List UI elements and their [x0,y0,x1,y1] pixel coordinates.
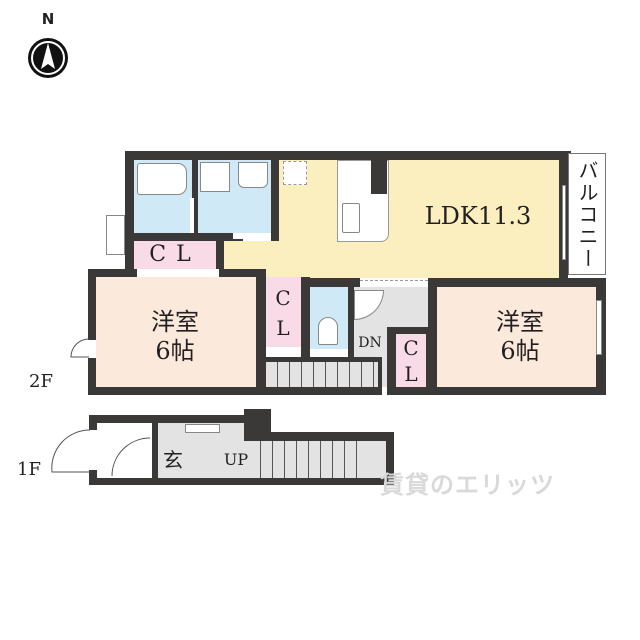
wall-toilet-right [348,287,354,357]
door-swing-icon [111,437,151,477]
closet-top-label: CL [149,242,201,267]
left-room-window [88,340,96,358]
wash-door [233,233,271,239]
closet-right [396,334,426,387]
western-left-label-1: 洋室 [151,308,199,336]
wall-under-bath [125,233,243,241]
north-arrow-icon [28,38,68,78]
outdoor-unit [106,215,125,255]
watermark: 賃貸のエリッツ [380,471,555,499]
door-swing-icon [70,338,90,358]
wall-closet-top-right [216,241,224,277]
stairs-down-label: DN [358,335,382,351]
ldk-room [279,160,559,278]
balcony-window [562,185,566,260]
wall-bath-divider [192,160,198,233]
bath-door [190,198,194,233]
ldk-door [360,280,428,285]
wall-closet-middle-right [301,277,310,357]
closet-right-c: C [403,336,419,360]
floor-label-2f: 2F [29,371,53,392]
closet-middle-c: C [275,286,291,310]
western-room-right [437,287,596,387]
ldk-label: LDK11.3 [424,202,532,230]
wall-top [125,151,571,160]
closet-right-l: L [404,362,418,386]
door-swing-icon [51,429,91,473]
washing-machine-icon [200,162,230,192]
closet-middle-l: L [276,316,290,340]
right-room-window [596,300,602,355]
north-label: N [41,10,55,28]
stove-icon [342,203,360,233]
toilet-icon [318,317,338,345]
floor-label-1f: 1F [17,459,41,480]
closet-top [134,241,216,269]
shoe-box [185,424,220,433]
western-right-label-2: 6帖 [500,337,540,365]
left-room-closet-door [137,269,219,277]
kitchen-partition [371,160,387,194]
porch-1f [97,423,152,478]
stairs-up-label: UP [223,450,249,469]
wall-left-upper [125,151,134,273]
fridge-space-icon [283,161,307,185]
western-right-label-1: 洋室 [496,308,544,336]
bathtub-icon [137,163,187,195]
stairs-1f [249,441,359,478]
balcony [568,153,606,275]
wall-under-ldk [278,278,360,287]
wall-washroom-right [271,160,279,242]
stairs-2f [266,362,378,387]
western-room-left [96,277,256,387]
entrance-label: 玄 [163,448,183,472]
balcony-label: バルコニー [575,160,599,270]
entry-door-1f [89,430,97,470]
sink-icon [238,162,268,188]
closet-middle [266,277,301,347]
western-left-label-2: 6帖 [155,337,195,365]
wall-1f-pillar [244,409,271,439]
